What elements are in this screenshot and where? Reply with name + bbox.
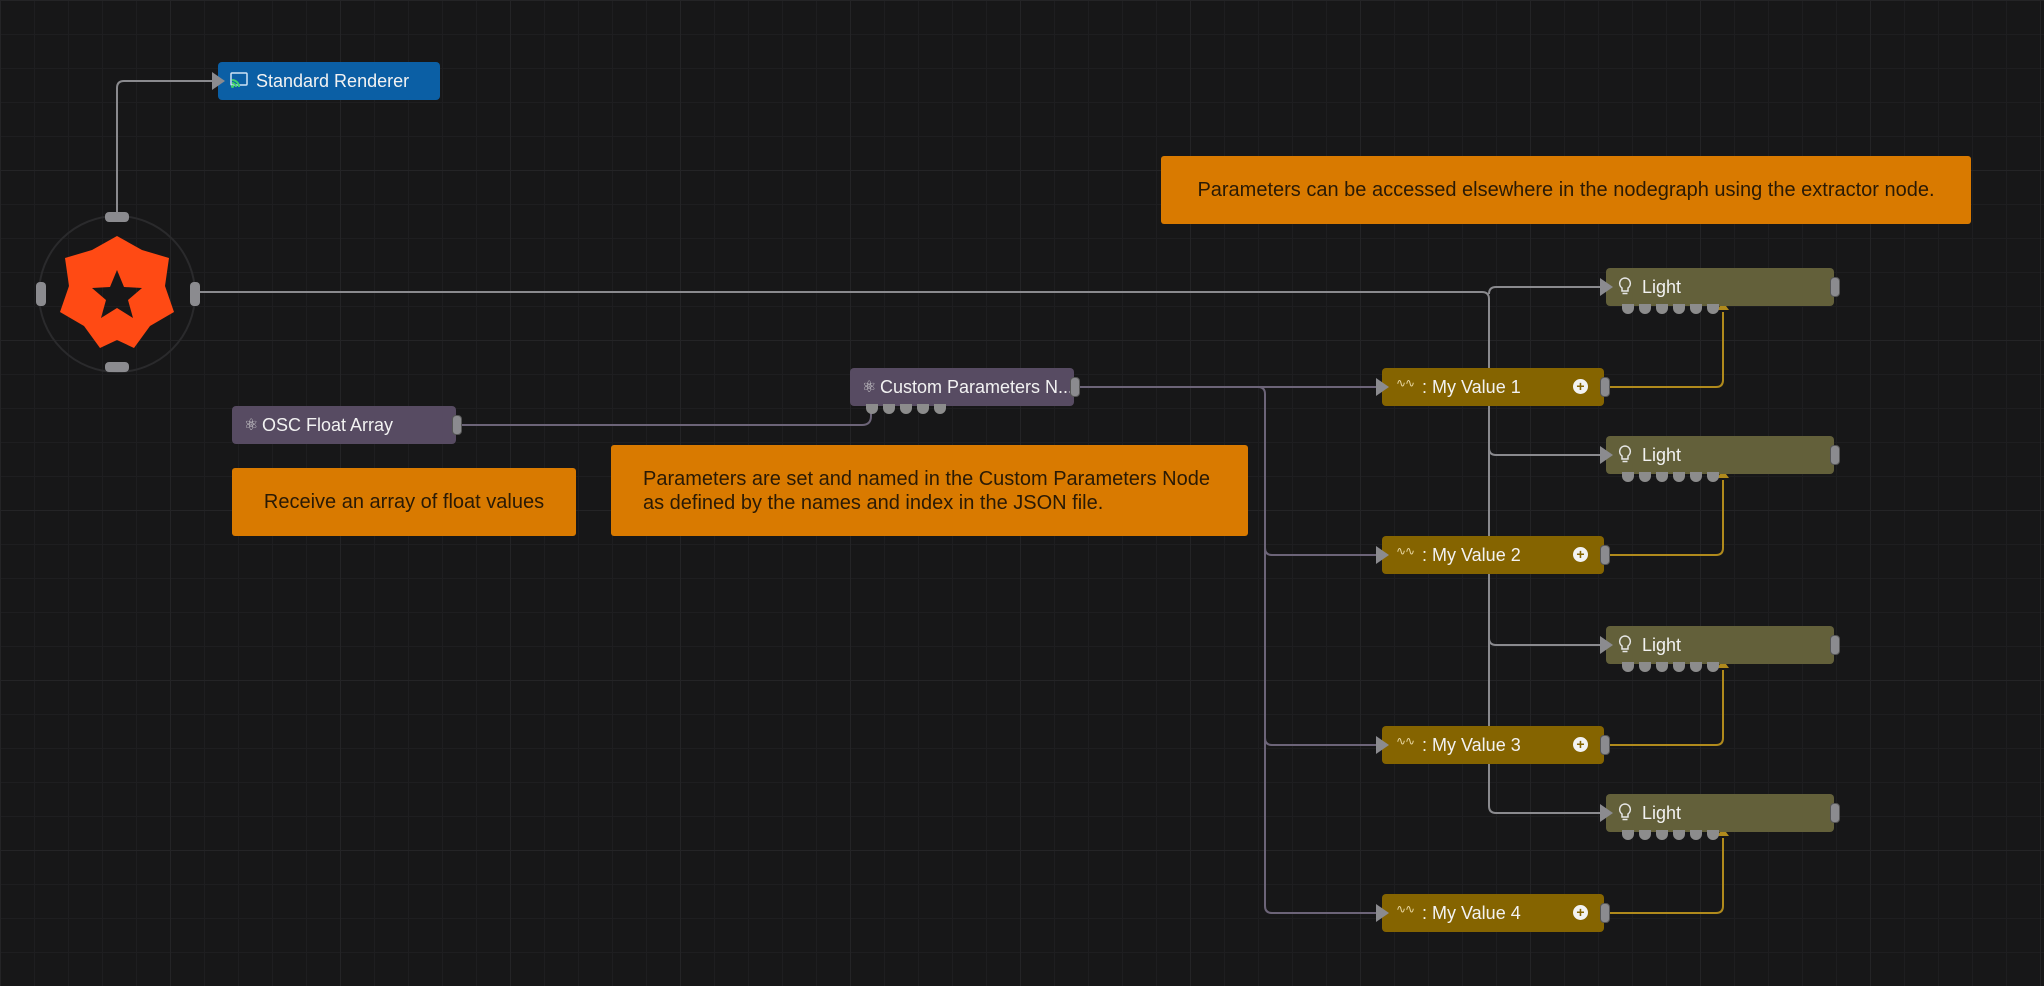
wire-value3-light3 [1610, 670, 1724, 746]
plus-circle-icon[interactable]: + [1573, 905, 1588, 920]
value-2-output-pin[interactable] [1600, 545, 1610, 565]
value-1-input-pin[interactable] [1376, 378, 1389, 396]
plus-circle-icon[interactable]: + [1573, 379, 1588, 394]
lightbulb-icon [1618, 803, 1632, 826]
root-node[interactable] [36, 212, 200, 376]
wire-value2-light2 [1610, 480, 1724, 556]
wire-value1-light1 [1610, 312, 1724, 388]
value-1-output-pin[interactable] [1600, 377, 1610, 397]
light-1-input-pin[interactable] [1600, 278, 1613, 296]
value-node-4[interactable]: ∿∿ : My Value 4 + [1376, 894, 1610, 932]
root-gear-icon [38, 215, 196, 373]
comment-extractor-text: Parameters can be accessed elsewhere in … [1197, 179, 1935, 201]
root-pin-top[interactable] [105, 212, 129, 222]
light-3-label: Light [1642, 634, 1682, 655]
light-2-output-pin[interactable] [1830, 445, 1840, 465]
value-4-output-pin[interactable] [1600, 903, 1610, 923]
comment-receive-floats[interactable]: Receive an array of float values [232, 468, 576, 536]
wire-bus-light-2 [1488, 447, 1604, 456]
value-2-input-pin[interactable] [1376, 546, 1389, 564]
wire-custom-value2 [1264, 547, 1376, 556]
wire-custom-value3 [1264, 737, 1376, 746]
standard-renderer-label: Standard Renderer [256, 70, 410, 91]
osc-output-pin[interactable] [452, 415, 462, 435]
light-node-2[interactable]: Light [1600, 436, 1840, 482]
light-node-1[interactable]: Light [1600, 268, 1840, 314]
light-1-label: Light [1642, 276, 1682, 297]
wire-bus-light-3 [1488, 637, 1604, 646]
value-4-input-pin[interactable] [1376, 904, 1389, 922]
light-3-input-pin[interactable] [1600, 636, 1613, 654]
value-3-input-pin[interactable] [1376, 736, 1389, 754]
light-4-label: Light [1642, 802, 1682, 823]
root-pin-bottom[interactable] [105, 362, 129, 372]
standard-renderer-node[interactable]: Standard Renderer [212, 62, 440, 100]
lightbulb-icon [1618, 445, 1632, 468]
value-3-output-pin[interactable] [1600, 735, 1610, 755]
waveform-icon: ∿∿ [1396, 734, 1415, 748]
root-pin-left[interactable] [36, 282, 46, 306]
comment-receive-text: Receive an array of float values [263, 491, 545, 513]
wire-value4-light4 [1610, 838, 1724, 914]
wire-osc-custom [462, 404, 872, 426]
light-1-input-pins[interactable] [1622, 304, 1719, 314]
light-2-label: Light [1642, 444, 1682, 465]
waveform-icon: ∿∿ [1396, 376, 1415, 390]
osc-float-array-node[interactable]: ⚛ OSC Float Array [232, 406, 462, 444]
comment-extractor[interactable]: Parameters can be accessed elsewhere in … [1161, 156, 1971, 224]
light-node-4[interactable]: Light [1600, 794, 1840, 840]
light-4-input-pins[interactable] [1622, 830, 1719, 840]
light-4-input-pin[interactable] [1600, 804, 1613, 822]
light-3-output-pin[interactable] [1830, 635, 1840, 655]
comment-parameters-line2: as defined by the names and index in the… [643, 491, 1104, 514]
lightbulb-icon [1618, 635, 1632, 658]
plus-circle-icon[interactable]: + [1573, 547, 1588, 562]
light-node-3[interactable]: Light [1600, 626, 1840, 672]
wire-bus-light-1 [1488, 286, 1604, 295]
renderer-input-pin[interactable] [212, 72, 225, 90]
waveform-icon: ∿∿ [1396, 544, 1415, 558]
value-node-1[interactable]: ∿∿ : My Value 1 + [1376, 368, 1610, 406]
value-2-label: : My Value 2 [1422, 544, 1521, 565]
value-4-label: : My Value 4 [1422, 902, 1521, 923]
lightbulb-icon [1618, 277, 1632, 300]
comment-parameters-set[interactable]: Parameters are set and named in the Cust… [611, 445, 1248, 536]
custom-parameters-node[interactable]: ⚛ Custom Parameters N... [850, 368, 1080, 414]
light-2-input-pins[interactable] [1622, 472, 1719, 482]
atom-icon: ⚛ [862, 379, 877, 396]
value-1-label: : My Value 1 [1422, 376, 1521, 397]
root-pin-right[interactable] [190, 282, 200, 306]
plus-circle-icon[interactable]: + [1573, 737, 1588, 752]
light-1-output-pin[interactable] [1830, 277, 1840, 297]
osc-float-array-label: OSC Float Array [262, 414, 394, 435]
custom-parameters-label: Custom Parameters N... [880, 376, 1074, 397]
atom-icon: ⚛ [244, 417, 259, 434]
light-3-input-pins[interactable] [1622, 662, 1719, 672]
value-node-3[interactable]: ∿∿ : My Value 3 + [1376, 726, 1610, 764]
light-2-input-pin[interactable] [1600, 446, 1613, 464]
value-node-2[interactable]: ∿∿ : My Value 2 + [1376, 536, 1610, 574]
light-4-output-pin[interactable] [1830, 803, 1840, 823]
waveform-icon: ∿∿ [1396, 902, 1415, 916]
custom-parameters-output-pin[interactable] [1070, 377, 1080, 397]
wire-root-renderer [116, 80, 212, 218]
custom-parameters-input-pins[interactable] [866, 404, 946, 414]
comment-parameters-line1: Parameters are set and named in the Cust… [643, 467, 1210, 490]
value-3-label: : My Value 3 [1422, 734, 1521, 755]
renderer-icon [230, 71, 248, 94]
